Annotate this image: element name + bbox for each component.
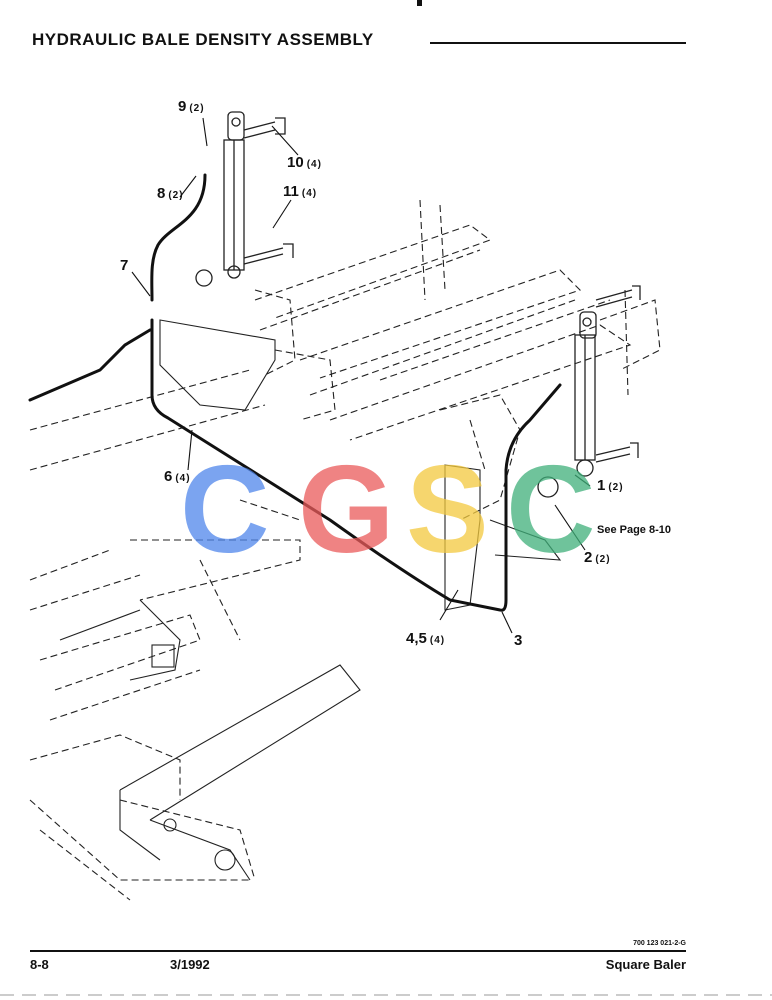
callout-number: 11 bbox=[283, 183, 299, 200]
callout-7: 7 bbox=[120, 257, 131, 274]
scan-edge-artifact bbox=[0, 994, 772, 996]
callout-number: 8 bbox=[157, 185, 166, 202]
frame-solid bbox=[59, 599, 361, 881]
left-cylinder bbox=[195, 111, 294, 287]
callout-qty: (2) bbox=[168, 190, 184, 201]
callout-qty: (2) bbox=[608, 482, 624, 493]
frame-lower bbox=[29, 369, 521, 901]
watermark-letter-2: G bbox=[298, 441, 395, 579]
title-rule bbox=[430, 42, 686, 44]
callout-number: 6 bbox=[164, 468, 173, 485]
callout-qty: (4) bbox=[301, 188, 318, 199]
top-crop-mark bbox=[417, 0, 422, 6]
hose-left-feed bbox=[28, 328, 152, 402]
watermark-letter-4: C bbox=[506, 441, 596, 579]
drawing-reference: 700 123 021-2-G bbox=[633, 940, 686, 947]
callout-9: 9(2) bbox=[178, 98, 205, 115]
watermark-letter-3: S bbox=[406, 441, 489, 579]
callout-8: 8(2) bbox=[157, 185, 184, 202]
hose-8 bbox=[150, 173, 207, 302]
footer-rule bbox=[30, 950, 686, 952]
callout-number: 1 bbox=[597, 477, 606, 494]
page-number: 8-8 bbox=[30, 957, 49, 972]
see-page-note: See Page 8-10 bbox=[597, 524, 671, 536]
hose-3 bbox=[150, 318, 562, 612]
frame-upper bbox=[254, 199, 661, 441]
product-name: Square Baler bbox=[605, 957, 686, 972]
page-title: HYDRAULIC BALE DENSITY ASSEMBLY bbox=[32, 30, 374, 49]
callout-qty: (4) bbox=[175, 473, 191, 484]
callout-10: 10(4) bbox=[287, 154, 322, 171]
callout-2: 2(2) bbox=[584, 549, 611, 566]
callout-number: 9 bbox=[178, 98, 187, 115]
callout-6: 6(4) bbox=[164, 468, 191, 485]
callout-1: 1(2) bbox=[597, 477, 624, 494]
callout-qty: (2) bbox=[189, 103, 205, 114]
callout-11: 11(4) bbox=[283, 183, 317, 200]
callout-number: 7 bbox=[120, 257, 129, 274]
callout-number: 2 bbox=[584, 549, 593, 566]
callout-qty: (2) bbox=[595, 554, 611, 565]
callout-qty: (4) bbox=[429, 635, 446, 646]
callout-4-5: 4,5(4) bbox=[406, 630, 445, 647]
callout-qty: (4) bbox=[306, 159, 322, 170]
right-cylinder bbox=[537, 285, 641, 498]
callout-number: 3 bbox=[514, 632, 523, 649]
callout-number: 10 bbox=[287, 154, 304, 171]
publication-date: 3/1992 bbox=[170, 957, 210, 972]
callout-number: 4,5 bbox=[406, 630, 427, 647]
watermark-letter-1: C bbox=[180, 441, 270, 579]
callout-3: 3 bbox=[514, 632, 525, 649]
brackets bbox=[159, 319, 562, 611]
